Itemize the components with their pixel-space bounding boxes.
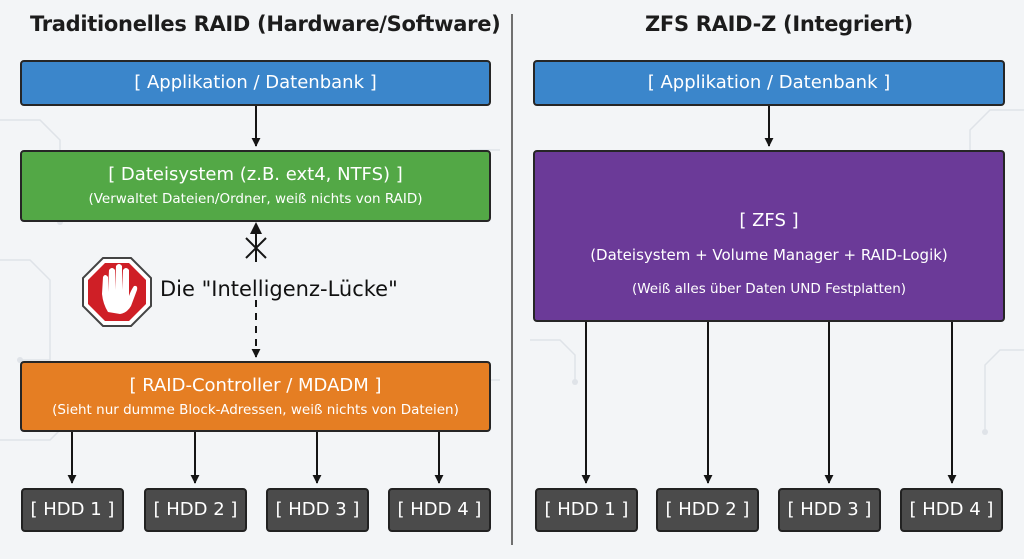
- stop-hand-icon: [82, 257, 152, 327]
- hdd-right-4: [ HDD 4 ]: [900, 488, 1003, 532]
- hdd-left-3: [ HDD 3 ]: [266, 488, 369, 532]
- hdd-left-1: [ HDD 1 ]: [21, 488, 124, 532]
- left-title: Traditionelles RAID (Hardware/Software): [30, 12, 501, 36]
- raid-controller-title: [ RAID-Controller / MDADM ]: [129, 375, 382, 396]
- filesystem-subtitle: (Verwaltet Dateien/Ordner, weiß nichts v…: [88, 191, 423, 207]
- app-label-left: [ Applikation / Datenbank ]: [134, 72, 377, 93]
- raid-controller-subtitle: (Sieht nur dumme Block-Adressen, weiß ni…: [52, 402, 459, 418]
- intelligence-gap-label: Die "Intelligenz-Lücke": [160, 277, 398, 301]
- app-box-left: [ Applikation / Datenbank ]: [20, 60, 491, 106]
- app-box-right: [ Applikation / Datenbank ]: [533, 60, 1005, 106]
- hdd-left-2: [ HDD 2 ]: [144, 488, 247, 532]
- zfs-subtitle: (Dateisystem + Volume Manager + RAID-Log…: [590, 246, 948, 264]
- hdd-right-3: [ HDD 3 ]: [778, 488, 881, 532]
- right-title: ZFS RAID-Z (Integriert): [645, 12, 913, 36]
- broken-link-arrow: [245, 222, 267, 262]
- zfs-box: [ ZFS ] (Dateisystem + Volume Manager + …: [533, 150, 1005, 322]
- hdd-right-2: [ HDD 2 ]: [656, 488, 759, 532]
- hdd-right-1: [ HDD 1 ]: [535, 488, 638, 532]
- zfs-description: (Weiß alles über Daten UND Festplatten): [631, 281, 907, 297]
- zfs-title: [ ZFS ]: [739, 210, 799, 231]
- filesystem-box: [ Dateisystem (z.B. ext4, NTFS) ] (Verwa…: [20, 150, 491, 222]
- app-label-right: [ Applikation / Datenbank ]: [647, 72, 891, 93]
- hdd-left-4: [ HDD 4 ]: [388, 488, 491, 532]
- raid-controller-box: [ RAID-Controller / MDADM ] (Sieht nur d…: [20, 361, 491, 432]
- filesystem-title: [ Dateisystem (z.B. ext4, NTFS) ]: [108, 164, 403, 185]
